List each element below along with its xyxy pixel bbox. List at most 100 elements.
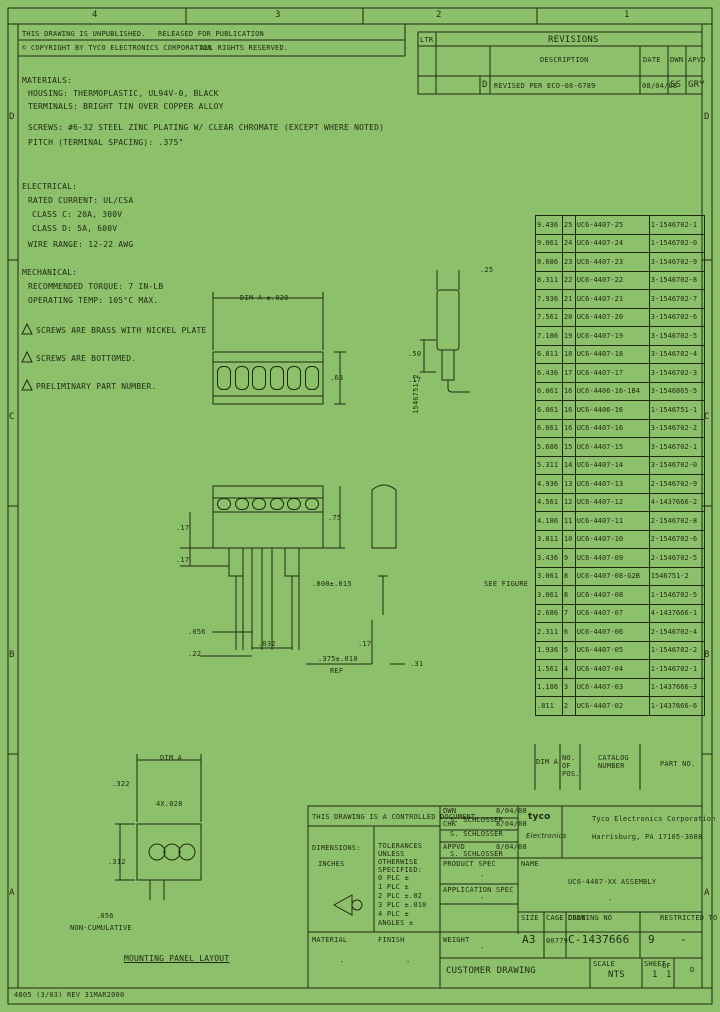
chk-label: CHK: [443, 820, 457, 828]
cell-pos: 10: [561, 529, 576, 549]
cell-pos: 8: [561, 585, 576, 605]
cell-dim: 4.186: [535, 511, 563, 531]
cell-part: UC6-4407-06: [574, 622, 650, 642]
zone-b-right: B: [704, 650, 710, 660]
cell-dim: 7.936: [535, 289, 563, 309]
finish-label: FINISH: [378, 936, 405, 944]
cell-pos: 21: [561, 289, 576, 309]
cell-part: UC6-4407-16: [574, 418, 650, 438]
mechanical-line: RECOMMENDED TORQUE: 7 IN-LB: [28, 282, 164, 291]
cell-part: UC6-4407-20: [574, 307, 650, 327]
cell-pos: 20: [561, 307, 576, 327]
pin-length-dim: .800±.015: [312, 580, 352, 588]
cell-part: UC6-4407-11: [574, 511, 650, 531]
cell-pos: 15: [561, 437, 576, 457]
cell-pos: 16: [561, 381, 576, 401]
lower-dim-v1: .75: [328, 514, 342, 522]
material-line: SCREWS: #6-32 STEEL ZINC PLATING W/ CLEA…: [28, 123, 385, 132]
cell-dim: 8.311: [535, 270, 563, 290]
of-label: OF: [662, 962, 671, 970]
dwg-no-label: DRAWING NO: [568, 914, 613, 922]
cell-tyco: 1-1546702-1: [648, 215, 706, 235]
side-dim-left: .50: [408, 350, 422, 358]
screw-head-lower: [269, 498, 284, 510]
panel-title: MOUNTING PANEL LAYOUT: [124, 954, 230, 963]
sheet-value: 1: [652, 970, 658, 980]
cell-tyco: 3-1546702-1: [648, 437, 706, 457]
controlled-doc: THIS DRAWING IS A CONTROLLED DOCUMENT.: [312, 813, 480, 821]
cell-part: UC6-4407-03: [574, 677, 650, 697]
cell-tyco: 2-1546702-5: [648, 548, 706, 568]
panel-dim-5: NON-CUMULATIVE: [70, 924, 132, 932]
height-dim: .63: [330, 374, 344, 382]
tyco-logo-sub: Electronics: [526, 832, 567, 840]
cell-part: UC6-4407-23: [574, 252, 650, 272]
cell-pos: 4: [561, 659, 576, 679]
cell-tyco: 2-1546702-9: [648, 474, 706, 494]
zone-c-left: C: [9, 412, 15, 422]
cell-part: UC6-4407-13: [574, 474, 650, 494]
appvd-label: APPVD: [443, 843, 466, 851]
side-dim-bottom: .17: [408, 376, 422, 384]
cell-dim: 9.436: [535, 215, 563, 235]
rev-col-dwn: DWN: [670, 56, 684, 64]
cell-tyco: 3-1546702-5: [648, 326, 706, 346]
cell-part: UC6-4407-19: [574, 326, 650, 346]
restricted-label: RESTRICTED TO: [660, 914, 718, 922]
sheet-label: SHEET: [644, 960, 667, 968]
release-note: RELEASED FOR PUBLICATION: [158, 30, 264, 38]
electrical-line: WIRE RANGE: 12-22 AWG: [28, 240, 134, 249]
tolerances-label: TOLERANCES UNLESS OTHERWISE SPECIFIED:: [378, 842, 423, 874]
cell-pos: 2: [561, 696, 576, 716]
material-label: MATERIAL: [312, 936, 348, 944]
cell-pos: 12: [561, 492, 576, 512]
cell-part: UC6-4407-09: [574, 548, 650, 568]
rev-dash-value: -: [680, 933, 687, 946]
rev-letter-label: D: [690, 966, 695, 974]
company-address: Harrisburg, PA 17105-3608: [592, 833, 703, 841]
cell-part: UC6-4407-07: [574, 603, 650, 623]
cell-part: UC6-4407-22: [574, 270, 650, 290]
cell-pos: 24: [561, 233, 576, 253]
cell-dim: 7.561: [535, 307, 563, 327]
cell-tyco: 3-1546702-6: [648, 307, 706, 327]
screw-head: [304, 366, 319, 390]
screw-head: [234, 366, 249, 390]
screw-head-lower: [252, 498, 266, 510]
cell-pos: 19: [561, 326, 576, 346]
cell-part: UC6-4407-25: [574, 215, 650, 235]
material-value: -: [340, 958, 345, 966]
rev-dwn: SS: [670, 80, 682, 90]
electrical-line: CLASS D: 5A, 600V: [32, 224, 118, 233]
screw-head-lower: [304, 498, 319, 510]
zone-d-right: D: [704, 112, 710, 122]
rev-ltr: D: [482, 80, 488, 90]
electrical-line: RATED CURRENT: UL/CSA: [28, 196, 134, 205]
zone-b-left: B: [9, 650, 15, 660]
lower-dim-left2: .17: [176, 556, 190, 564]
cell-dim: 2.311: [535, 622, 563, 642]
zone-4: 4: [92, 10, 98, 20]
cell-dim: 1.936: [535, 640, 563, 660]
dwn-name: S. SCHLOSSER: [450, 816, 503, 824]
pin-dim-3: .22: [188, 650, 202, 658]
material-line: PITCH (TERMINAL SPACING): .375": [28, 138, 184, 147]
cell-dim: 3.061: [535, 585, 563, 605]
cell-part: UC6-4406-16: [574, 400, 650, 420]
cell-dim: 5.311: [535, 455, 563, 475]
cell-dim: 8.686: [535, 252, 563, 272]
ref-label: REF: [330, 667, 344, 675]
cell-pos: 11: [561, 511, 576, 531]
cell-part: UC6-4407-12: [574, 492, 650, 512]
